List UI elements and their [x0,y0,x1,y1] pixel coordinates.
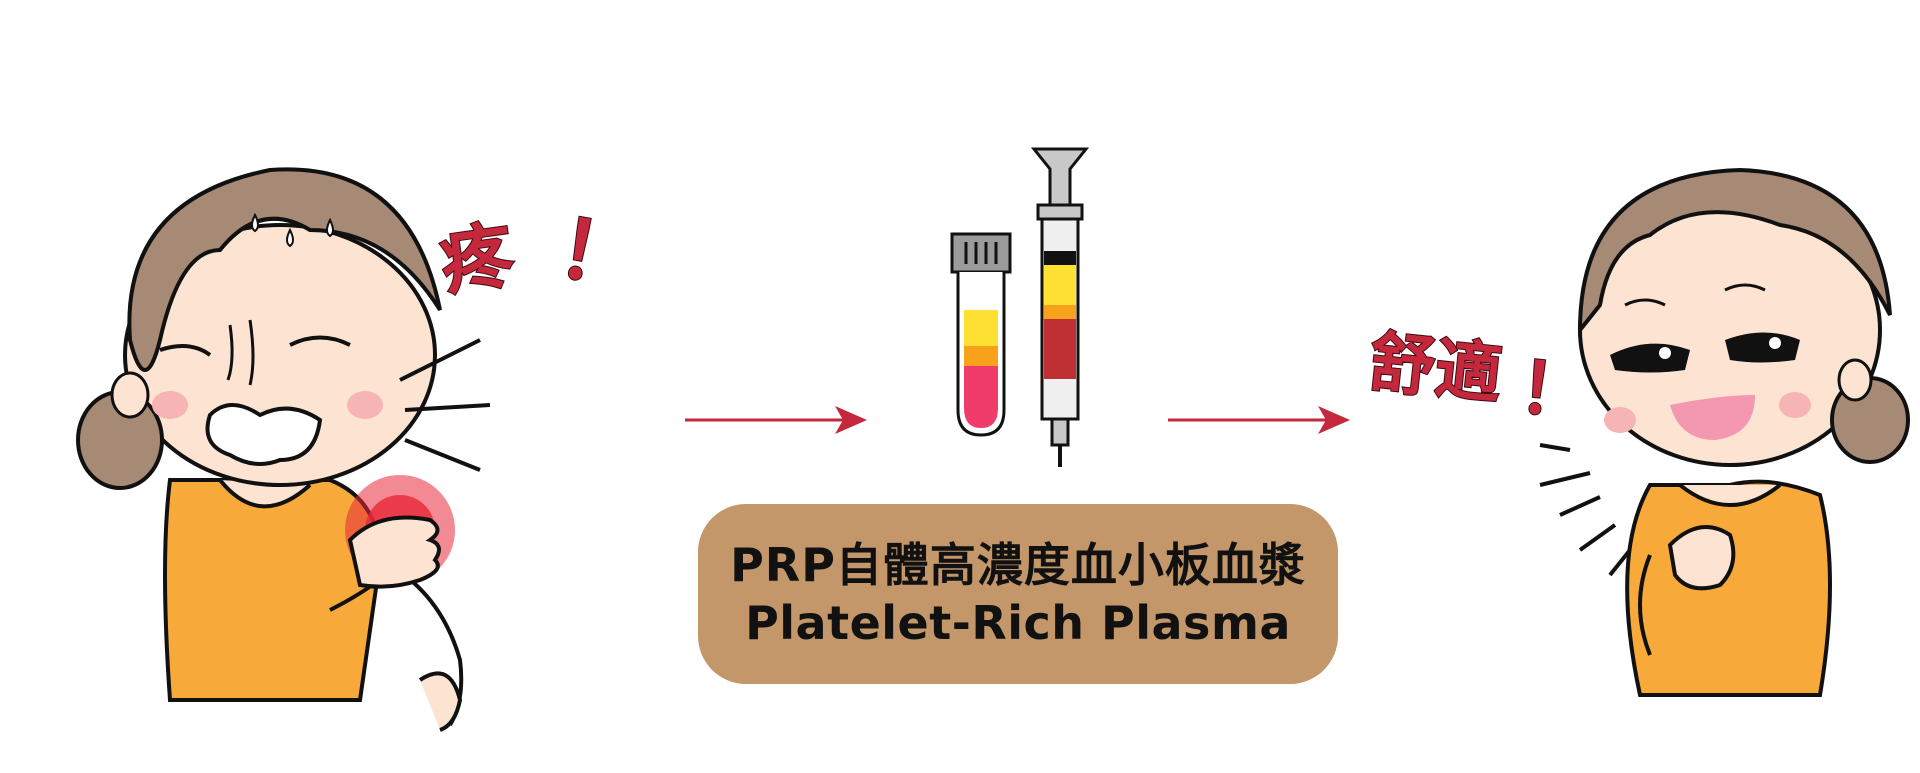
happy-person-illustration [1539,167,1910,697]
arrow-right-icon [685,406,867,434]
test-tube-icon [950,232,1012,437]
syringe-icon [1030,147,1090,467]
relief-exclamation: 舒適 [1365,322,1506,414]
label-english: Platelet-Rich Plasma [745,596,1291,650]
pain-person-illustration [76,167,491,732]
label-chinese: PRP自體高濃度血小板血漿 [730,538,1306,592]
arrow-right-icon [1168,406,1350,434]
pain-exclamation: 疼 [434,211,519,306]
prp-label-box: PRP自體高濃度血小板血漿 Platelet-Rich Plasma [698,504,1338,684]
